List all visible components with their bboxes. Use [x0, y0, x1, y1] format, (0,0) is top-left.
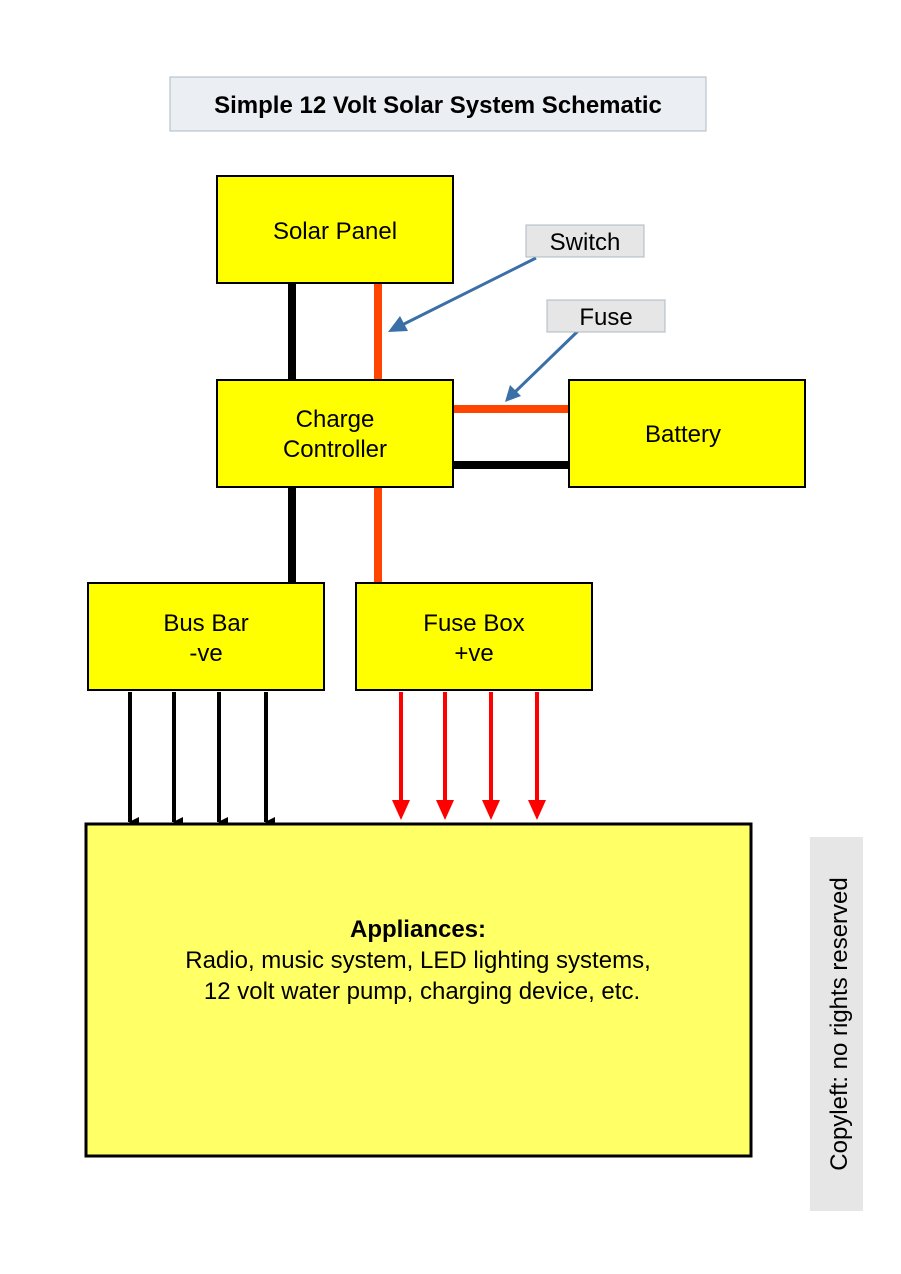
charge-controller-box: Charge Controller — [216, 379, 454, 488]
title-box: Simple 12 Volt Solar System Schematic — [169, 76, 707, 132]
positive-load-arrowhead — [482, 800, 500, 820]
fuse-callout-arrow — [513, 329, 580, 394]
battery-box: Battery — [568, 379, 806, 488]
switch-callout: Switch — [388, 224, 645, 332]
charge-controller-label-line2: Controller — [283, 436, 387, 463]
switch-callout-arrow — [401, 256, 537, 327]
solar-panel-label: Solar Panel — [273, 218, 397, 245]
bus-bar-box: Bus Bar -ve — [87, 582, 325, 691]
charge-controller-label-line1: Charge — [296, 406, 375, 433]
page-title: Simple 12 Volt Solar System Schematic — [214, 92, 662, 119]
fuse-box-label-line2: +ve — [454, 640, 493, 667]
battery-label: Battery — [645, 421, 721, 448]
bus-bar-label-line1: Bus Bar — [163, 610, 248, 637]
positive-load-arrowhead — [436, 800, 454, 820]
fuse-label: Fuse — [579, 304, 632, 331]
copyleft-notice: Copyleft: no rights reserved — [810, 837, 863, 1211]
positive-load-arrowhead — [392, 800, 410, 820]
solar-panel-box: Solar Panel — [216, 175, 454, 284]
switch-callout-arrowhead — [388, 316, 408, 332]
fuse-callout: Fuse — [505, 299, 666, 402]
positive-load-arrows — [392, 692, 546, 820]
copyleft-text: Copyleft: no rights reserved — [826, 877, 853, 1170]
appliances-line2: 12 volt water pump, charging device, etc… — [204, 978, 640, 1005]
appliances-box: Appliances: Radio, music system, LED lig… — [84, 822, 753, 1158]
appliances-line1: Radio, music system, LED lighting system… — [185, 947, 650, 974]
switch-label: Switch — [550, 229, 621, 256]
fuse-box-box: Fuse Box +ve — [355, 582, 593, 691]
fuse-box-label-line1: Fuse Box — [423, 610, 524, 637]
appliances-heading: Appliances: — [350, 916, 486, 943]
negative-load-arrows — [128, 692, 275, 827]
bus-bar-label-line2: -ve — [189, 640, 222, 667]
fuse-callout-arrowhead — [505, 385, 521, 402]
positive-load-arrowhead — [528, 800, 546, 820]
